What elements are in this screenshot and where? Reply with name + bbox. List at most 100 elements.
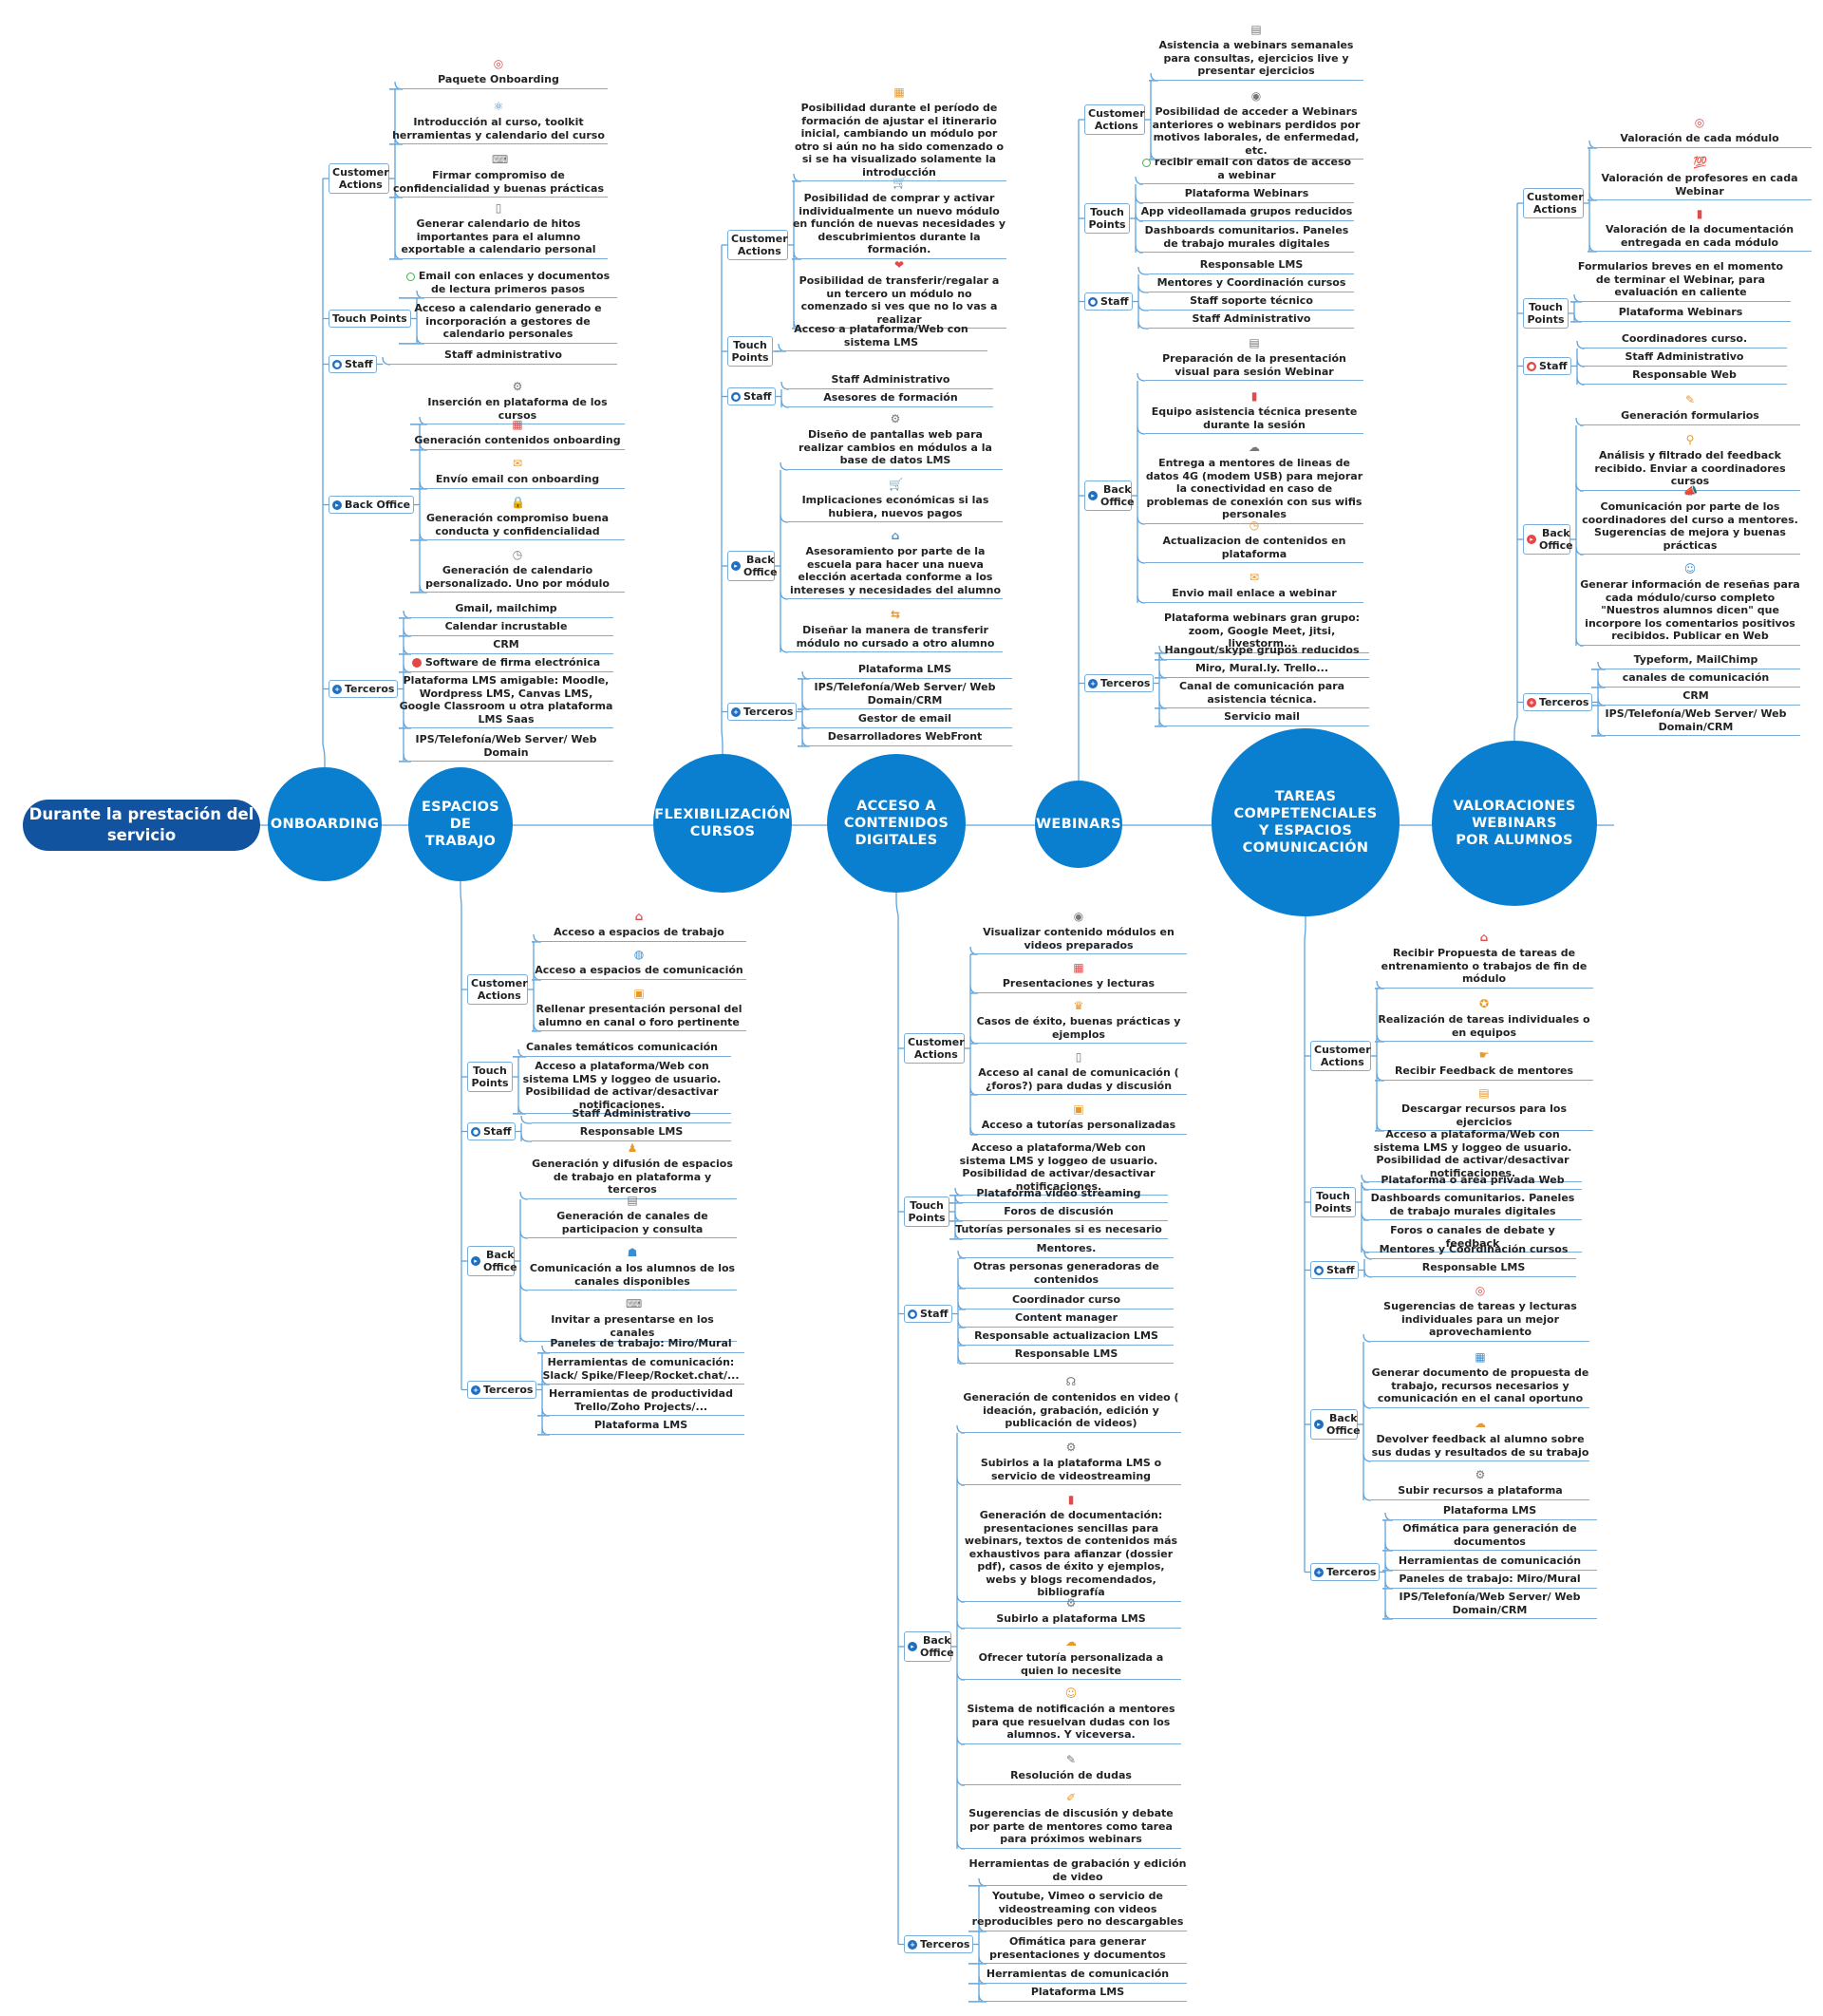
chat-bubble-icon: ☁ (1475, 1417, 1486, 1430)
stage-webinars[interactable]: WEBINARS (1035, 781, 1122, 868)
connector-line (798, 701, 811, 710)
acceso-customer-actions[interactable]: Customer Actions (904, 1033, 965, 1064)
phone-icon: ▯ (1075, 1050, 1082, 1064)
onboarding-customer-actions[interactable]: Customer Actions (329, 163, 389, 194)
valoraciones-staff[interactable]: ●Staff (1523, 357, 1571, 375)
award-icon: ♛ (1073, 999, 1084, 1012)
webinars-customer-actions[interactable]: Customer Actions (1084, 104, 1145, 135)
webinars-bo-item: ▮Equipo asistencia técnica presente dura… (1145, 389, 1363, 434)
document-icon: ▤ (1478, 1086, 1490, 1100)
onboarding-back-office[interactable]: ▸Back Office (329, 496, 415, 514)
form-icon: ✎ (1684, 393, 1696, 406)
webinars-tp-item: App videollamada grupos reducidos (1139, 205, 1354, 221)
espacios-terceros[interactable]: +Terceros (467, 1381, 537, 1399)
webinars-terceros[interactable]: +Terceros (1084, 674, 1155, 692)
onboarding-tp-item: Acceso a calendario generado e incorpora… (399, 302, 617, 344)
connector-line (1588, 140, 1598, 149)
acceso-staff[interactable]: ●Staff (904, 1305, 952, 1323)
espacios-back-office[interactable]: ▸Back Office (467, 1246, 517, 1276)
webinars-staff[interactable]: ●Staff (1084, 292, 1133, 311)
connector-line (1375, 1072, 1385, 1082)
tareas-customer-actions[interactable]: Customer Actions (1310, 1041, 1371, 1071)
connector-line (956, 1424, 966, 1434)
acceso-bo-item: ⚙Subirlos a la plataforma LMS o servicio… (961, 1441, 1181, 1485)
flexibilizacion-bo-item: ⇆Diseñar la manera de transferir módulo … (788, 608, 1003, 652)
plus-icon: + (471, 1385, 480, 1395)
acceso-terceros[interactable]: +Terceros (904, 1935, 974, 1953)
flag-icon: ▸ (1314, 1420, 1324, 1429)
onboarding-staff[interactable]: ●Staff (329, 355, 377, 373)
stage-espacios-trabajo[interactable]: ESPACIOS DE TRABAJO (408, 767, 513, 881)
onboarding-touch-points[interactable]: Touch Points (329, 310, 411, 328)
acceso-back-office[interactable]: ▸Back Office (904, 1631, 954, 1662)
connector-line (537, 1376, 551, 1385)
connector-line (399, 753, 412, 763)
tareas-terceros-item: Herramientas de comunicación (1382, 1554, 1597, 1571)
connector-line (957, 1355, 967, 1365)
tareas-tp-item: Dashboards comunitarios. Paneles de trab… (1363, 1192, 1582, 1220)
acceso-tp-item: Foros de discusión (949, 1205, 1168, 1221)
webinars-tp-item: Plataforma Webinars (1139, 187, 1354, 203)
espacios-staff-item: Staff Administrativo (532, 1107, 731, 1123)
tareas-staff[interactable]: ●Staff (1310, 1261, 1359, 1279)
espacios-terceros-item: Herramientas de comunicación: Slack/ Spi… (537, 1356, 744, 1385)
valoraciones-terceros[interactable]: +Terceros (1523, 693, 1593, 711)
connector-line (1591, 661, 1607, 670)
flexibilizacion-customer-actions[interactable]: Customer Actions (727, 230, 788, 260)
valoraciones-ca-item: 💯Valoración de profesores en cada Webina… (1588, 156, 1812, 200)
connector-line (949, 1195, 964, 1204)
connector-line (1137, 425, 1146, 435)
webinars-tp-item: Dashboards comunitarios. Paneles de trab… (1139, 224, 1354, 253)
valoraciones-ca-item: ◎Valoración de cada módulo (1588, 116, 1812, 148)
acceso-ca-item: ▦Presentaciones y lecturas (970, 961, 1187, 993)
flexibilizacion-terceros[interactable]: +Terceros (727, 703, 798, 721)
stage-onboarding[interactable]: ONBOARDING (268, 767, 382, 881)
connector-line (322, 744, 326, 771)
valoraciones-touch-points[interactable]: Touch Points (1523, 298, 1569, 329)
stage-flexibilizacion-cursos[interactable]: FLEXIBILIZACIÓN CURSOS (653, 754, 792, 893)
onboarding-terceros-item: Gmail, mailchimp (399, 602, 613, 618)
stage-tareas-competenciales[interactable]: TAREAS COMPETENCIALES Y ESPACIOS COMUNIC… (1212, 728, 1400, 916)
connector-line (1363, 1333, 1372, 1343)
valoraciones-bo-item: ⚲Análisis y filtrado del feedback recibi… (1580, 433, 1800, 491)
stage-acceso-contenidos[interactable]: ACCESO A CONTENIDOS DIGITALES (827, 754, 966, 893)
valoraciones-customer-actions[interactable]: Customer Actions (1523, 188, 1584, 218)
connector-line (969, 1035, 979, 1045)
flexibilizacion-back-office[interactable]: ▸Back Office (727, 551, 778, 581)
valoraciones-back-office[interactable]: ▸Back Office (1523, 524, 1573, 555)
acceso-touch-points[interactable]: Touch Points (904, 1196, 949, 1227)
espacios-touch-points[interactable]: Touch Points (467, 1062, 513, 1092)
onboarding-terceros[interactable]: +Terceros (329, 680, 399, 698)
webinars-terceros-item: Plataforma webinars gran grupo: zoom, Go… (1155, 612, 1369, 653)
valoraciones-staff-item: Coordinadores curso. (1582, 332, 1787, 349)
connector-line (1155, 718, 1168, 727)
acceso-tp-item: Plataforma video streaming (949, 1187, 1168, 1203)
webinars-bo-item: ✉Envio mail enlace a webinar (1145, 571, 1363, 603)
flexibilizacion-touch-points[interactable]: Touch Points (727, 336, 773, 367)
webinars-back-office[interactable]: ▸Back Office (1084, 480, 1135, 511)
tareas-terceros-item: Plataforma LMS (1382, 1504, 1597, 1520)
person-icon: ● (471, 1126, 480, 1137)
connector-line (399, 664, 412, 673)
connector-line (1137, 320, 1149, 330)
connector-line (519, 1191, 529, 1200)
flexibilizacion-staff[interactable]: ●Staff (727, 387, 776, 405)
stage-valoraciones-webinars[interactable]: VALORACIONES WEBINARS POR ALUMNOS (1432, 741, 1597, 906)
connector-line (520, 1133, 532, 1142)
root-topic[interactable]: Durante la prestación del servicio (23, 800, 260, 851)
connector-line (513, 1048, 527, 1058)
acceso-ca-item: ◉Visualizar contenido módulos en videos … (970, 910, 1187, 954)
connector-line (1155, 669, 1168, 679)
flexibilizacion-ca-item: ❤Posibilidad de transferir/regalar a un … (792, 258, 1006, 329)
person-icon: ● (908, 1309, 917, 1319)
connector-line (399, 646, 412, 655)
book-icon: ▮ (1696, 207, 1703, 220)
tareas-touch-points[interactable]: Touch Points (1310, 1187, 1356, 1217)
espacios-staff[interactable]: ●Staff (467, 1122, 516, 1140)
tareas-terceros[interactable]: +Terceros (1310, 1563, 1381, 1581)
tareas-back-office[interactable]: ▸Back Office (1310, 1409, 1361, 1440)
onboarding-bo-item: ◷Generación de calendario personalizado.… (410, 548, 625, 593)
espacios-customer-actions[interactable]: Customer Actions (467, 974, 528, 1005)
webinars-touch-points[interactable]: Touch Points (1084, 203, 1130, 234)
connector-line (775, 343, 787, 352)
